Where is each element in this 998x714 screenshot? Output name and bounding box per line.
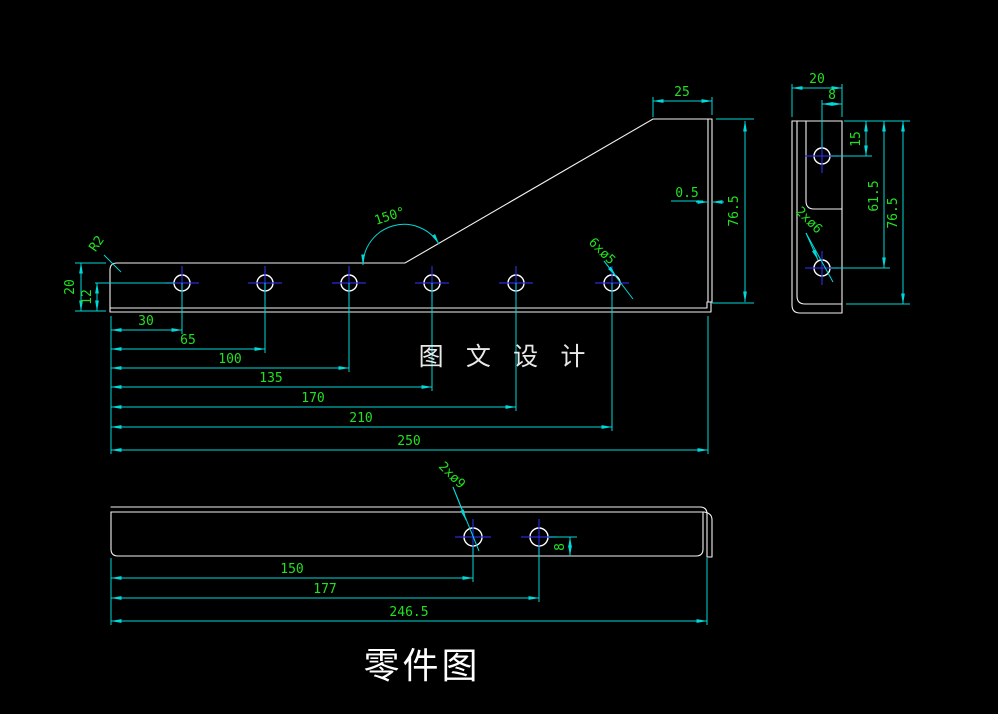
dim-angle-150: 150° bbox=[373, 205, 407, 229]
dim-8-bottom: 8 bbox=[553, 543, 568, 551]
front-view-dimensions: 30 65 100 135 170 210 250 25 20 12 76.5 … bbox=[63, 85, 747, 452]
side-view-outline bbox=[791, 120, 843, 314]
side-view: 20 8 15 61.5 76.5 2xø6 bbox=[791, 72, 910, 314]
side-view-dimensions: 20 8 15 61.5 76.5 2xø6 bbox=[791, 72, 905, 305]
dim-15: 15 bbox=[849, 131, 864, 147]
watermark-text: 图 文 设 计 bbox=[419, 343, 594, 371]
dim-177: 177 bbox=[313, 582, 336, 597]
drawing-title: 零件图 bbox=[363, 646, 480, 686]
dim-135: 135 bbox=[259, 371, 282, 386]
side-view-holes bbox=[805, 139, 839, 285]
dim-76-5-front: 76.5 bbox=[727, 195, 742, 226]
dim-holes-6xd5: 6xø5 bbox=[585, 235, 618, 268]
front-view-extension-lines bbox=[75, 97, 754, 454]
dim-holes-2xd9: 2xø9 bbox=[435, 459, 468, 492]
dim-150: 150 bbox=[280, 562, 303, 577]
front-view-holes bbox=[165, 266, 629, 300]
dim-250: 250 bbox=[397, 434, 420, 449]
dim-r2: R2 bbox=[86, 233, 107, 254]
dim-30: 30 bbox=[138, 314, 154, 329]
dim-61-5: 61.5 bbox=[867, 180, 882, 211]
bottom-view: 8 150 177 246.5 2xø9 bbox=[110, 459, 713, 625]
dim-246-5: 246.5 bbox=[389, 605, 428, 620]
dim-65: 65 bbox=[180, 333, 196, 348]
side-view-extension-lines bbox=[791, 84, 910, 305]
dim-76-5-side: 76.5 bbox=[886, 197, 901, 228]
bottom-view-extension-lines bbox=[110, 536, 708, 625]
dim-12: 12 bbox=[80, 289, 95, 305]
front-view: 30 65 100 135 170 210 250 25 20 12 76.5 … bbox=[63, 85, 754, 454]
bottom-view-holes bbox=[455, 519, 557, 555]
dim-170: 170 bbox=[301, 391, 324, 406]
dim-20-left: 20 bbox=[63, 279, 78, 295]
bottom-view-dimensions: 8 150 177 246.5 2xø9 bbox=[110, 459, 708, 623]
dim-8-side: 8 bbox=[828, 88, 836, 103]
dim-25: 25 bbox=[674, 85, 690, 100]
dim-210: 210 bbox=[349, 411, 372, 426]
dim-0-5: 0.5 bbox=[675, 186, 698, 201]
bottom-view-outline bbox=[110, 506, 713, 558]
dim-20-side: 20 bbox=[809, 72, 825, 87]
dim-100: 100 bbox=[218, 352, 241, 367]
